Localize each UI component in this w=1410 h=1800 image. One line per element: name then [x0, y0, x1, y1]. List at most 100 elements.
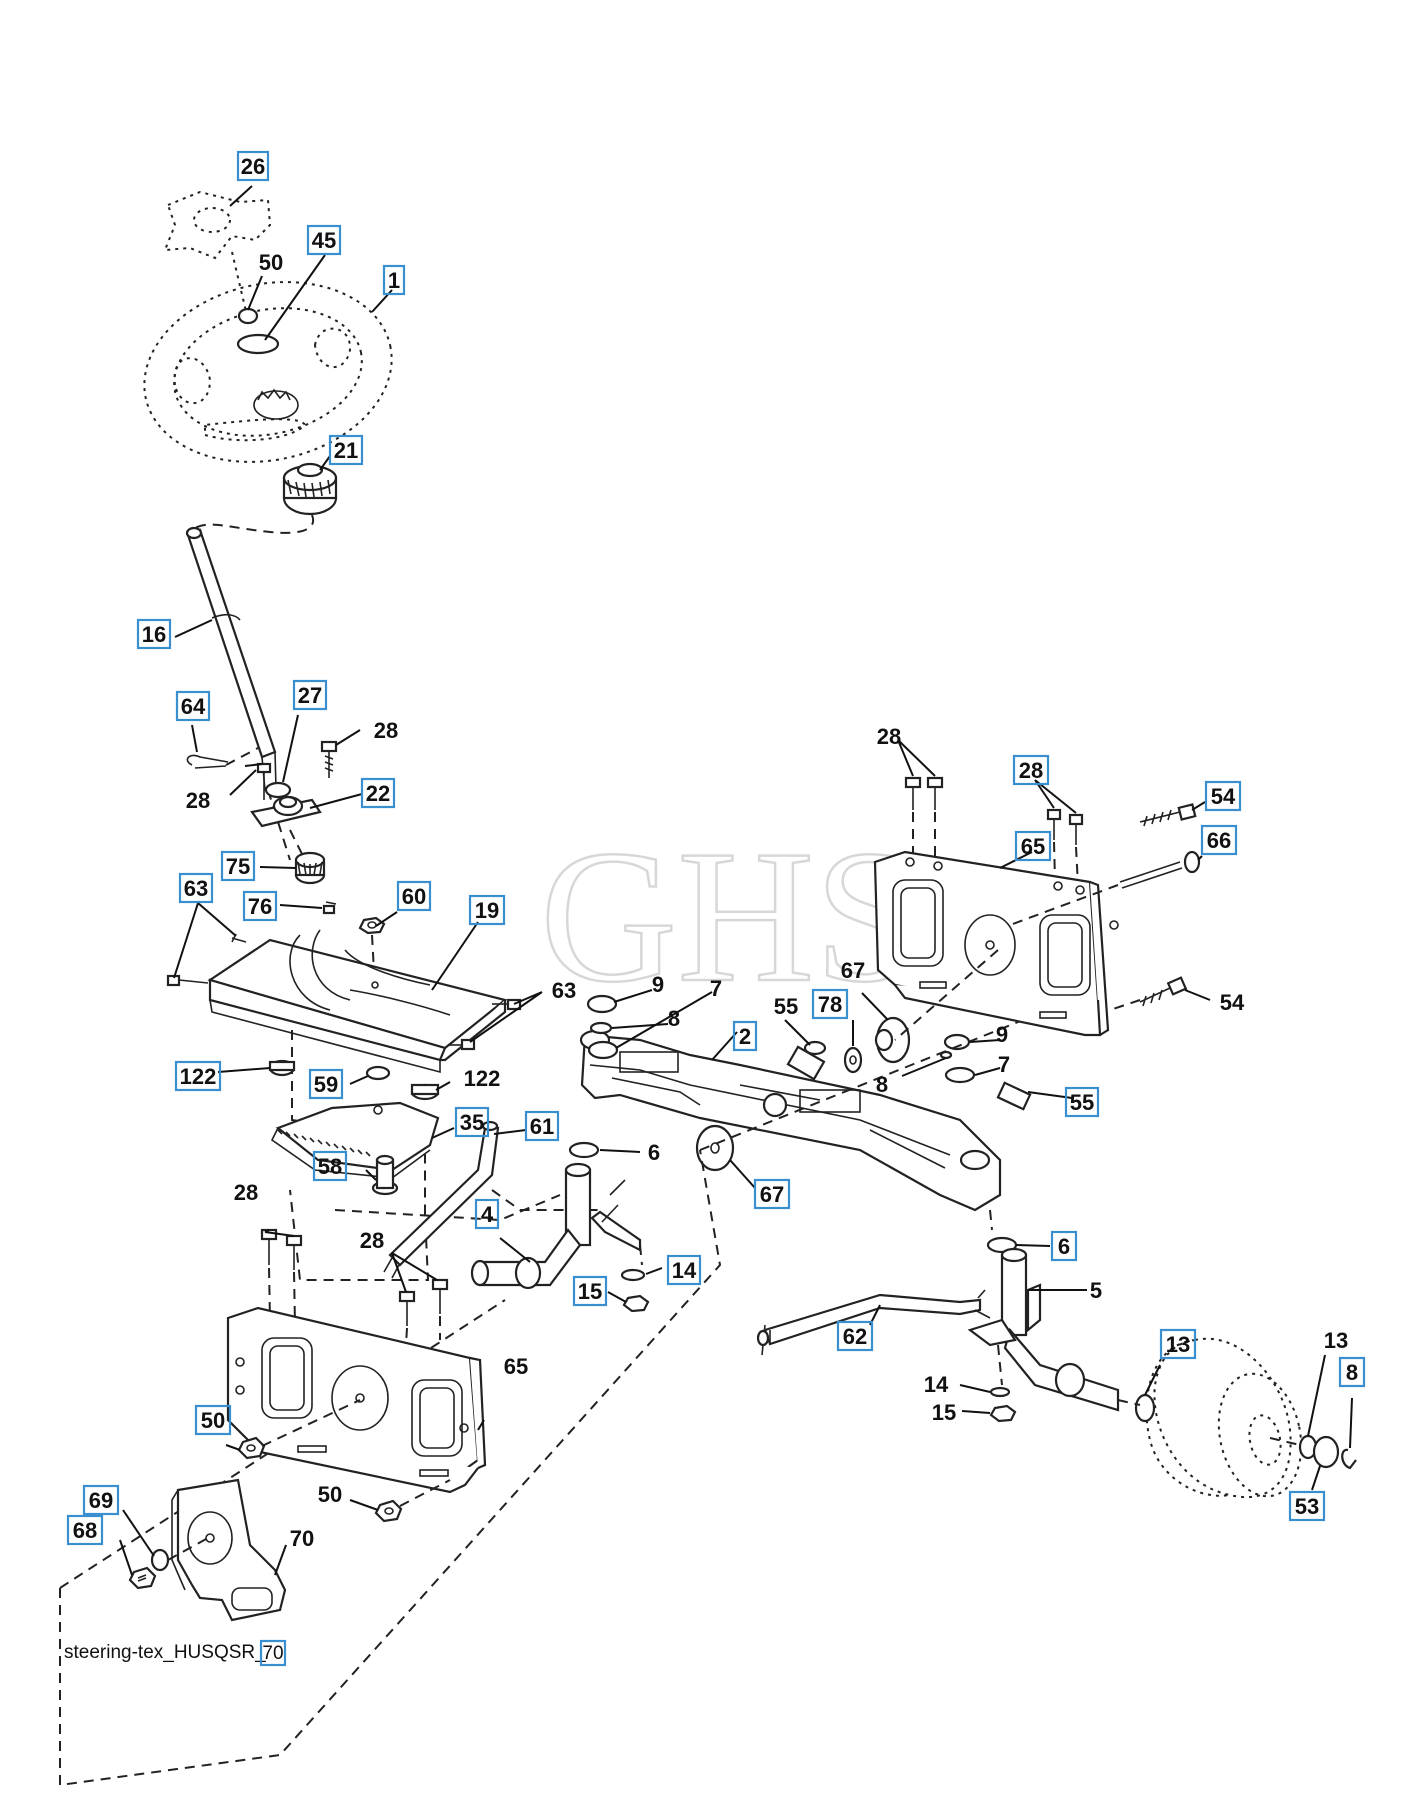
callout-66: 66 [1200, 824, 1238, 856]
steering-adapter [282, 462, 338, 516]
callout-63-left: 63 [178, 872, 214, 904]
callout-8-right: 8 [876, 1072, 888, 1097]
callout-75: 75 [220, 850, 256, 882]
callout-65-right: 65 [1014, 830, 1052, 862]
callout-67-top: 67 [841, 958, 865, 983]
bracket-70 [171, 1478, 287, 1622]
callout-69: 69 [82, 1484, 120, 1516]
callout-58: 58 [312, 1150, 348, 1182]
pivot-washer-67-bottom [695, 1124, 735, 1172]
callout-59: 59 [308, 1068, 344, 1100]
bolts-28-middle [398, 1278, 449, 1326]
callout-6-left: 6 [648, 1140, 660, 1165]
callout-14-left: 14 [666, 1254, 702, 1286]
callout-50-bottom: 50 [318, 1482, 342, 1507]
callout-22: 22 [360, 777, 396, 809]
svg-text:19: 19 [475, 898, 499, 923]
nut-50-bottom [374, 1499, 403, 1523]
callout-14-right: 14 [924, 1372, 949, 1397]
svg-text:62: 62 [843, 1324, 867, 1349]
svg-text:8: 8 [668, 1006, 680, 1031]
spindle-5 [967, 1247, 1120, 1412]
callout-2: 2 [732, 1020, 758, 1052]
bushing-bracket-22 [250, 795, 322, 828]
pivot-washer-67-top [874, 1016, 911, 1064]
steering-wheel [143, 281, 393, 463]
svg-text:27: 27 [298, 683, 322, 708]
callout-55-left: 55 [774, 994, 798, 1019]
callout-60: 60 [396, 880, 432, 912]
svg-text:68: 68 [73, 1518, 97, 1543]
svg-text:69: 69 [89, 1488, 113, 1513]
washer-7-left [587, 1040, 619, 1060]
callout-54-bottom: 54 [1220, 990, 1245, 1015]
bolts-63-right [448, 998, 522, 1051]
callout-63-right: 63 [552, 978, 576, 1003]
shoulder-bolt-58 [371, 1154, 399, 1196]
bolt-66 [1119, 850, 1201, 889]
callout-15-right: 15 [932, 1400, 956, 1425]
callout-122-left: 122 [174, 1060, 222, 1092]
svg-text:70: 70 [290, 1526, 314, 1551]
diagram-caption: steering-tex_HUSQSR_ 70 [64, 1639, 287, 1667]
steering-shaft [185, 526, 277, 791]
callout-9-left: 9 [652, 972, 664, 997]
svg-text:58: 58 [318, 1154, 342, 1179]
callout-1: 1 [382, 264, 406, 296]
svg-text:28: 28 [1019, 758, 1043, 783]
callout-64: 64 [175, 690, 211, 722]
steering-cap [163, 190, 272, 321]
svg-text:50: 50 [201, 1408, 225, 1433]
washer-6-left [568, 1141, 600, 1159]
callout-50-left: 50 [194, 1404, 232, 1436]
svg-text:35: 35 [460, 1110, 484, 1135]
caption-text: steering-tex_HUSQSR_ [64, 1642, 266, 1663]
callout-7-left: 7 [710, 976, 722, 1001]
svg-text:9: 9 [652, 972, 664, 997]
nut-15-left [622, 1294, 650, 1313]
callout-68: 68 [66, 1514, 104, 1546]
bolts-28-left-plate [260, 1228, 303, 1270]
bolt-28-left [256, 762, 272, 800]
callout-6-right: 6 [1050, 1230, 1078, 1262]
callout-28-top-right: 28 [877, 724, 901, 749]
callout-54-top: 54 [1204, 780, 1242, 812]
clip-8 [1341, 1448, 1357, 1470]
cotter-pin-64 [186, 754, 229, 769]
svg-text:14: 14 [672, 1258, 697, 1283]
bolt-54-top [1139, 803, 1197, 827]
callout-28-middle: 28 [360, 1228, 384, 1253]
bolt-54-bottom [1139, 976, 1188, 1007]
callout-21: 21 [328, 434, 364, 466]
callout-76: 76 [242, 890, 278, 922]
svg-text:54: 54 [1211, 784, 1236, 809]
svg-text:15: 15 [578, 1279, 602, 1304]
washer-7-right [944, 1066, 976, 1084]
front-wheel [1145, 1337, 1303, 1499]
svg-text:1: 1 [388, 268, 400, 293]
svg-text:78: 78 [818, 992, 842, 1017]
nut-15-right [989, 1404, 1017, 1423]
svg-text:6: 6 [1058, 1234, 1070, 1259]
callout-13-right: 13 [1324, 1328, 1348, 1353]
callout-62: 62 [836, 1320, 874, 1352]
svg-text:55: 55 [1070, 1090, 1094, 1115]
svg-text:21: 21 [334, 438, 358, 463]
nut-50-left [237, 1436, 266, 1460]
callout-50-top: 50 [259, 250, 283, 275]
nut-icon [237, 307, 259, 325]
svg-text:14: 14 [924, 1372, 949, 1397]
callout-78: 78 [811, 988, 849, 1020]
svg-text:59: 59 [314, 1072, 338, 1097]
svg-text:66: 66 [1207, 828, 1231, 853]
bolts-28-top-right [904, 776, 944, 810]
callout-4: 4 [474, 1198, 500, 1230]
washer-14-right [989, 1386, 1011, 1398]
svg-text:8: 8 [1346, 1360, 1358, 1385]
nut-68 [128, 1566, 157, 1590]
callout-16: 16 [136, 618, 172, 650]
side-plate-65-left [226, 1306, 487, 1494]
washer-icon [236, 333, 280, 355]
svg-text:4: 4 [481, 1202, 494, 1227]
